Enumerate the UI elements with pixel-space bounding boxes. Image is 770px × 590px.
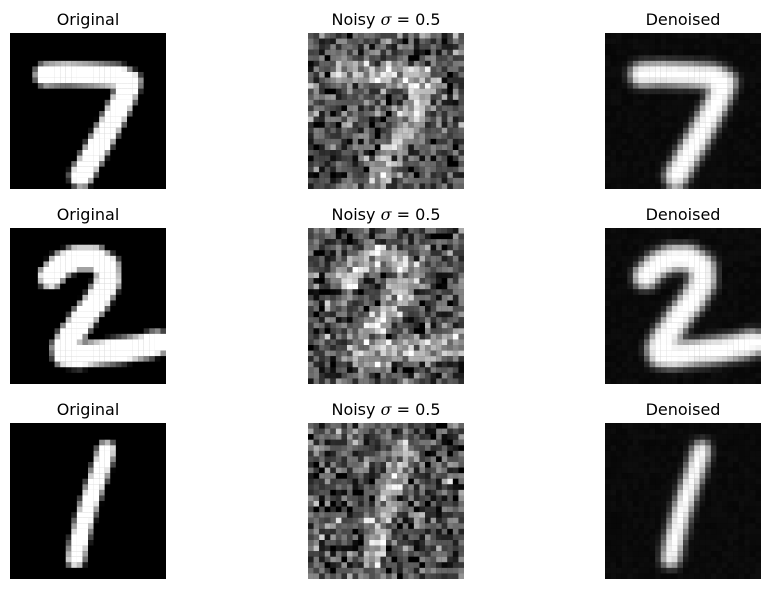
digit-2-denoised [605,228,761,384]
digit-2-original [10,228,166,384]
sigma-value: = 0.5 [391,205,441,224]
digit-image-original [10,423,166,579]
panel-title: Denoised [645,205,721,224]
digit-image-denoised [605,33,761,189]
sigma-value: = 0.5 [391,10,441,29]
sigma-symbol: σ [380,400,392,419]
digit-image-original [10,33,166,189]
panel-title: Noisy σ = 0.5 [308,204,464,226]
digit-7-denoised [605,33,761,189]
title-prefix: Noisy [331,10,381,29]
title-prefix: Noisy [331,400,381,419]
panel-title: Original [56,10,120,29]
digit-7-noisy [308,33,464,189]
sigma-symbol: σ [380,205,392,224]
digit-image-noisy [308,423,464,579]
panel-title: Original [56,205,120,224]
sigma-symbol: σ [380,10,392,29]
title-prefix: Noisy [331,205,381,224]
digit-2-noisy [308,228,464,384]
panel-title: Denoised [645,10,721,29]
digit-image-denoised [605,228,761,384]
digit-1-noisy [308,423,464,579]
digit-1-denoised [605,423,761,579]
digit-image-denoised [605,423,761,579]
digit-image-noisy [308,33,464,189]
panel-title: Original [56,400,120,419]
sigma-value: = 0.5 [391,400,441,419]
panel-title: Denoised [645,400,721,419]
digit-image-noisy [308,228,464,384]
panel-title: Noisy σ = 0.5 [308,9,464,31]
digit-1-original [10,423,166,579]
digit-7-original [10,33,166,189]
panel-title: Noisy σ = 0.5 [308,399,464,421]
digit-image-original [10,228,166,384]
